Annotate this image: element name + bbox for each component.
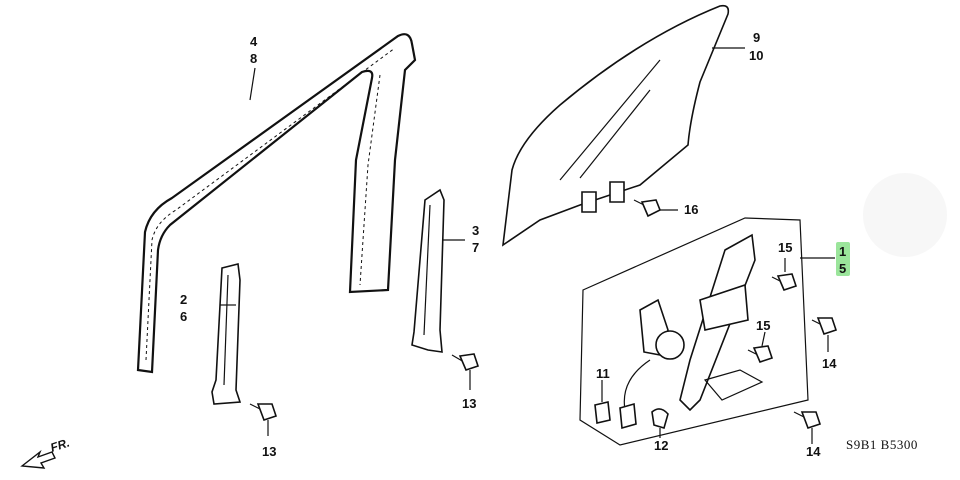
callout-labels: 4 8 9 10 16 3 7 2 6 13 13 15 15 1 5 14 1… [180,30,850,459]
front-arrow-label: FR. [49,436,72,455]
bolt-15-lower[interactable] [747,345,774,363]
rear-run-channel[interactable] [411,188,445,353]
callout-12: 12 [654,438,668,453]
bolt-13-rear[interactable] [451,353,480,371]
callout-1: 1 [839,244,846,259]
callout-6: 6 [180,309,187,324]
door-glass[interactable] [501,4,730,247]
bolt-13-front[interactable] [249,403,278,422]
callout-15-lower: 15 [756,318,770,333]
front-direction-arrow: FR. [20,436,72,469]
front-arrow-icon [20,449,56,469]
front-run-channel[interactable] [211,263,242,405]
callout-8: 8 [250,51,257,66]
callout-13-rear: 13 [462,396,476,411]
callout-3: 3 [472,223,479,238]
callout-9: 9 [753,30,760,45]
callout-7: 7 [472,240,479,255]
callout-14-lower: 14 [806,444,821,459]
callout-1-highlight [836,242,850,276]
diagram-code: S9B1 B5300 [846,437,918,452]
door-sash-channel[interactable] [136,33,417,374]
callout-4: 4 [250,34,258,49]
callout-10: 10 [749,48,763,63]
callout-2: 2 [180,292,187,307]
callout-5: 5 [839,261,846,276]
callout-16: 16 [684,202,698,217]
bolt-15-upper[interactable] [771,273,798,291]
callout-15-upper: 15 [778,240,792,255]
watermark-circle [863,173,947,257]
leader-lines [220,47,835,444]
bolt-16[interactable] [633,199,662,218]
callout-14-upper: 14 [822,356,837,371]
regulator-assembly[interactable] [579,217,809,446]
bolt-14-upper[interactable] [811,317,838,336]
callout-11: 11 [596,366,610,381]
bolt-14-lower[interactable] [793,411,822,430]
callout-13-front: 13 [262,444,276,459]
